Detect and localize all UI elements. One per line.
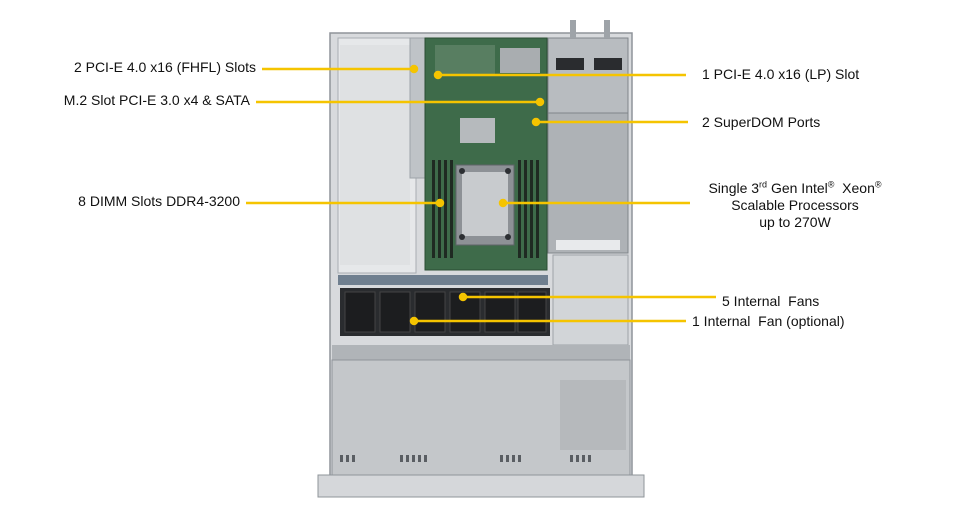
- server-chassis: [317, 20, 645, 498]
- leader-lines: [246, 64, 716, 326]
- label-pcie-lp: 1 PCI-E 4.0 x16 (LP) Slot: [702, 66, 860, 82]
- label-cpu-line2: Scalable Processors: [731, 197, 859, 213]
- label-pcie-fhfl: 2 PCI-E 4.0 x16 (FHFL) Slots: [73, 59, 256, 75]
- label-superdom: 2 SuperDOM Ports: [702, 114, 821, 130]
- label-dimm: 8 DIMM Slots DDR4-3200: [78, 193, 240, 209]
- fan-array: [340, 288, 550, 336]
- label-cpu-line3: up to 270W: [759, 214, 831, 230]
- label-cpu-line1: Single 3rd Gen Intel® Xeon®: [708, 179, 882, 196]
- power-supplies: [547, 20, 629, 254]
- label-cpu: Single 3rd Gen Intel® Xeon® Scalable Pro…: [690, 180, 900, 231]
- label-fan-optional: 1 Internal Fan (optional): [692, 313, 845, 329]
- label-m2: M.2 Slot PCI-E 3.0 x4 & SATA: [63, 92, 250, 108]
- dimm-slots: [432, 160, 539, 258]
- label-fans: 5 Internal Fans: [722, 293, 820, 309]
